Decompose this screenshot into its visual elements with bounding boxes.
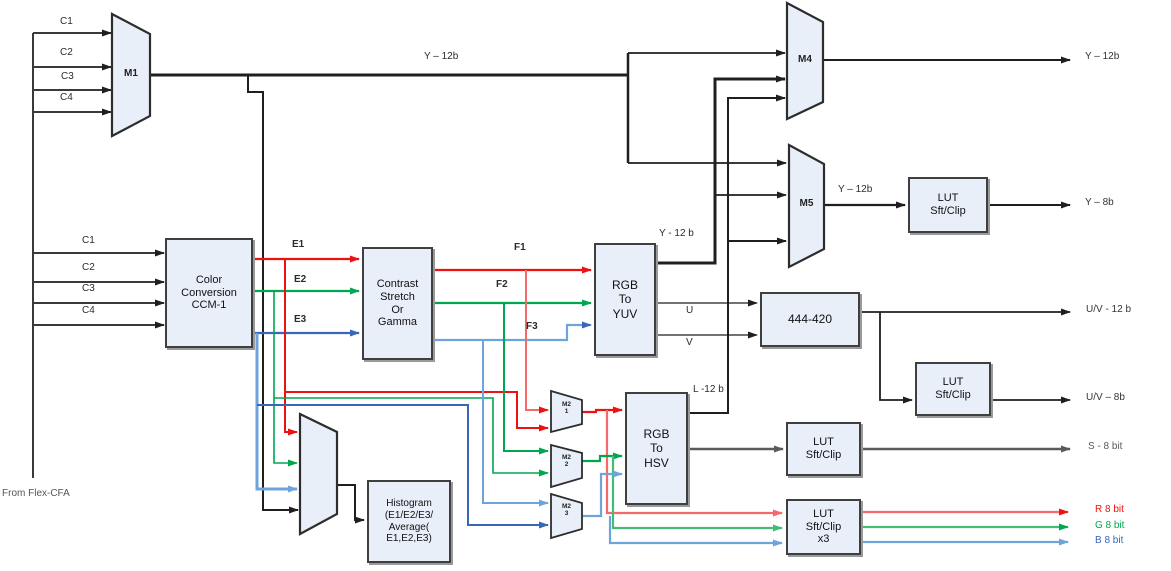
source-label-from-flex-cfa: From Flex-CFA	[2, 488, 70, 499]
mux-label-m2-2: M2 2	[561, 454, 572, 469]
wire-label-y12b-main: Y – 12b	[424, 51, 459, 62]
wire-label-e1: E1	[292, 239, 305, 250]
wire-label-e3: E3	[294, 314, 307, 325]
mux-label-m4: M4	[798, 54, 812, 65]
wire-label-c1-ccm: C1	[82, 235, 95, 246]
wire-uv-path	[656, 299, 1071, 404]
block-lut-sftclip-s: LUT Sft/Clip	[786, 422, 861, 476]
output-label-b-8bit: B 8 bit	[1095, 535, 1124, 546]
wire-f-taps	[482, 270, 549, 507]
output-label-y-12b: Y – 12b	[1085, 51, 1120, 62]
wire-label-u: U	[686, 305, 694, 316]
output-label-uv-12b: U/V - 12 b	[1086, 304, 1132, 315]
wire-label-l12b: L -12 b	[693, 384, 724, 395]
wire-label-c4-top: C4	[60, 92, 73, 103]
output-label-g-8bit: G 8 bit	[1095, 520, 1125, 531]
wire-label-c3-top: C3	[61, 71, 74, 82]
mux-m5	[787, 143, 826, 269]
wire-label-e2: E2	[294, 274, 307, 285]
block-444-420: 444-420	[760, 292, 860, 347]
wire-label-f2: F2	[496, 279, 508, 290]
mux-m2-3	[550, 492, 583, 540]
mux-m1	[110, 12, 152, 138]
mux-histogram	[298, 412, 339, 536]
mux-m4	[785, 1, 825, 121]
wire-m1-y-output	[150, 49, 787, 514]
wire-label-c4-ccm: C4	[82, 305, 95, 316]
mux-label-m1: M1	[124, 68, 138, 79]
mux-m2-1	[550, 389, 583, 434]
wire-hsv-l12b	[688, 94, 787, 414]
mux-m2-2	[550, 443, 583, 489]
output-label-r-8bit: R 8 bit	[1095, 504, 1124, 515]
wire-label-f1: F1	[514, 242, 526, 253]
block-lut-sftclip-y: LUT Sft/Clip	[908, 177, 988, 233]
wire-label-c3-ccm: C3	[82, 283, 95, 294]
wire-e-taps	[255, 259, 549, 529]
block-rgb-to-hsv: RGB To HSV	[625, 392, 688, 505]
mux-label-m2-1: M2 1	[561, 401, 572, 416]
wire-y-outputs	[823, 56, 1071, 209]
output-label-y-8b: Y – 8b	[1085, 197, 1114, 208]
block-rgb-to-yuv: RGB To YUV	[594, 243, 656, 356]
block-lut-sftclip-x3: LUT Sft/Clip x3	[786, 499, 861, 555]
block-contrast-stretch-gamma: Contrast Stretch Or Gamma	[362, 247, 433, 360]
wire-label-v: V	[686, 337, 693, 348]
mux-label-m5: M5	[799, 198, 814, 209]
wire-label-y12b-yuv: Y - 12 b	[659, 228, 694, 239]
wire-label-f3: F3	[526, 321, 538, 332]
block-lut-sftclip-uv: LUT Sft/Clip	[915, 362, 991, 416]
wire-f-lines	[433, 266, 592, 342]
mux-shapes	[110, 1, 826, 540]
wire-label-c2-ccm: C2	[82, 262, 95, 273]
wire-e-lines	[253, 255, 360, 337]
mux-label-m2-3: M2 3	[561, 503, 572, 518]
wire-label-c1-top: C1	[60, 16, 73, 27]
block-histogram: Histogram (E1/E2/E3/ Average( E1,E2,E3)	[367, 480, 451, 563]
wire-label-c2-top: C2	[60, 47, 73, 58]
wire-m2-to-hsv	[582, 406, 783, 547]
wire-input-bus	[32, 29, 165, 478]
wire-yuv-y12b	[656, 75, 787, 265]
wire-rgb-outputs	[861, 508, 1069, 546]
wire-label-y12b-m5: Y – 12b	[838, 184, 873, 195]
output-label-s-8bit: S - 8 bit	[1088, 441, 1123, 452]
wire-histmux-out	[337, 484, 365, 524]
output-label-uv-8b: U/V – 8b	[1086, 392, 1125, 403]
block-color-conversion-ccm1: Color Conversion CCM-1	[165, 238, 253, 348]
